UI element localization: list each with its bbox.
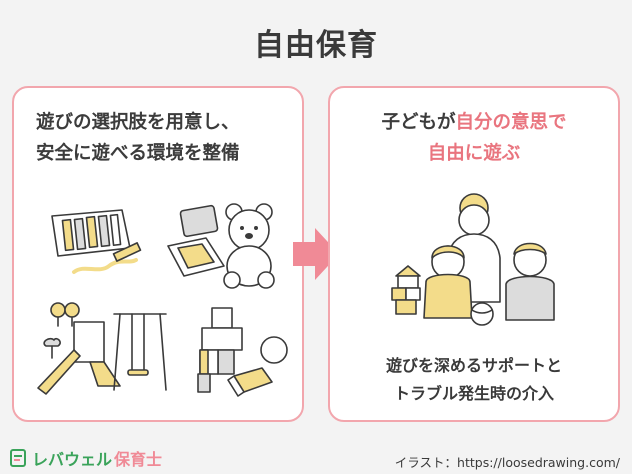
free-play-heading-line2: 自由に遊ぶ: [427, 143, 521, 164]
free-play-caption: 遊びを深めるサポートと トラブル発生時の介入: [330, 352, 618, 408]
playground-icon: [37, 302, 167, 395]
free-play-card: 子どもが自分の意思で 自由に遊ぶ 遊びを深めるサポートと トラブル発生時の介入: [328, 86, 620, 422]
children-playing-illustration: [391, 193, 555, 326]
free-play-caption-line1: 遊びを深めるサポートと: [385, 356, 562, 375]
free-play-heading-line1a: 子どもが: [381, 112, 456, 133]
page-title: 自由保育: [254, 28, 378, 63]
environment-heading-line1: 遊びの選択肢を用意し、: [36, 112, 240, 133]
free-play-heading: 子どもが自分の意思で 自由に遊ぶ: [330, 107, 618, 169]
illustration-credit: イラスト：https://loosedrawing.com/: [394, 455, 620, 470]
teddy-bear-icon: [167, 203, 275, 289]
free-play-caption-line2: トラブル発生時の介入: [393, 384, 554, 403]
free-play-heading-line1b: 自分の意思で: [455, 112, 567, 133]
environment-heading-line2: 安全に遊べる環境を整備: [36, 143, 240, 164]
environment-heading: 遊びの選択肢を用意し、 安全に遊べる環境を整備: [14, 107, 302, 169]
brand-logo-icon: [10, 449, 26, 467]
environment-card: 遊びの選択肢を用意し、 安全に遊べる環境を整備: [12, 86, 304, 422]
building-blocks-icon: [197, 307, 288, 397]
brand-name: レバウェル: [32, 450, 113, 469]
brand-suffix: 保育士: [114, 450, 163, 469]
brand-logo: レバウェル 保育士: [10, 446, 162, 470]
crayon-box-icon: [51, 209, 142, 274]
arrow-right-icon: [293, 228, 339, 280]
